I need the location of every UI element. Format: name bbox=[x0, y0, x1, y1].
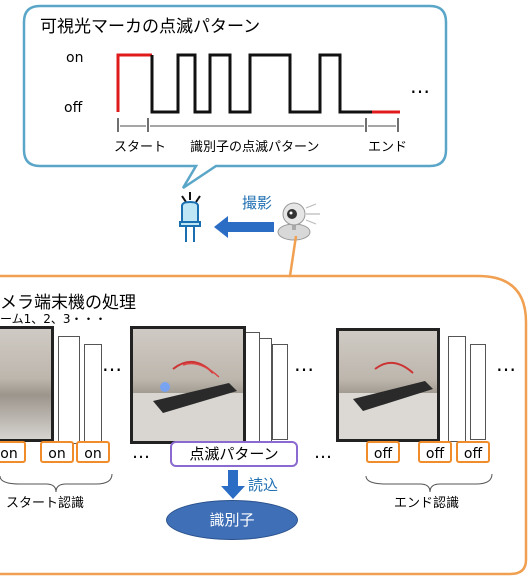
blink-pattern-label: 点滅パターン bbox=[189, 445, 279, 463]
frames-ellipsis-1: … bbox=[102, 352, 122, 376]
marker-callout-bubble bbox=[22, 4, 448, 190]
circuit-board-image-end bbox=[339, 362, 437, 439]
identifier-node: 識別子 bbox=[166, 500, 298, 540]
end-recognition-label: エンド認識 bbox=[394, 496, 460, 511]
start-pulse bbox=[116, 53, 152, 112]
start-recognition-label: スタート認識 bbox=[6, 496, 85, 511]
circuit-board-image bbox=[133, 361, 243, 441]
processing-title: メラ端末機の処理 bbox=[0, 293, 136, 313]
identifier-label: 識別子 bbox=[209, 511, 255, 529]
camera-icon bbox=[277, 202, 320, 241]
end-frame-back-2 bbox=[470, 344, 486, 440]
read-arrow bbox=[221, 470, 245, 499]
off-level-label: off bbox=[64, 100, 83, 116]
end-frame-photo bbox=[336, 328, 440, 442]
end-tag-2: off bbox=[418, 441, 452, 463]
start-frame-photo bbox=[0, 326, 54, 442]
identifier-pulses bbox=[150, 53, 372, 114]
blink-pattern-callout: 点滅パターン bbox=[170, 441, 298, 467]
start-tag-1: on bbox=[0, 441, 26, 463]
frames-ellipsis-3: … bbox=[496, 352, 516, 376]
section-brackets bbox=[117, 118, 399, 132]
start-section-label: スタート bbox=[114, 140, 167, 155]
start-tag-2: on bbox=[40, 441, 74, 463]
capture-label: 撮影 bbox=[242, 194, 273, 212]
start-tag-3: on bbox=[76, 441, 110, 463]
identifier-section-label: 識別子の点滅パターン bbox=[190, 140, 320, 155]
mid-frame-back-3 bbox=[272, 344, 288, 440]
frames-label: ーム1、2、3・・・ bbox=[0, 312, 107, 326]
blink-waveform bbox=[116, 53, 400, 132]
end-section-label: エンド bbox=[368, 140, 408, 155]
end-tag-1: off bbox=[366, 441, 400, 463]
waveform-ellipsis: … bbox=[410, 74, 430, 98]
capture-arrow bbox=[214, 216, 274, 238]
on-level-label: on bbox=[66, 50, 84, 66]
led-marker-icon bbox=[179, 192, 201, 242]
callout-ellipsis-left: … bbox=[132, 442, 150, 463]
callout-ellipsis-right: … bbox=[314, 442, 332, 463]
mid-frame-photo bbox=[130, 326, 246, 444]
marker-panel-title: 可視光マーカの点滅パターン bbox=[40, 17, 261, 37]
end-tag-3: off bbox=[456, 441, 490, 463]
read-label: 読込 bbox=[248, 476, 279, 494]
frames-ellipsis-2: … bbox=[294, 352, 314, 376]
